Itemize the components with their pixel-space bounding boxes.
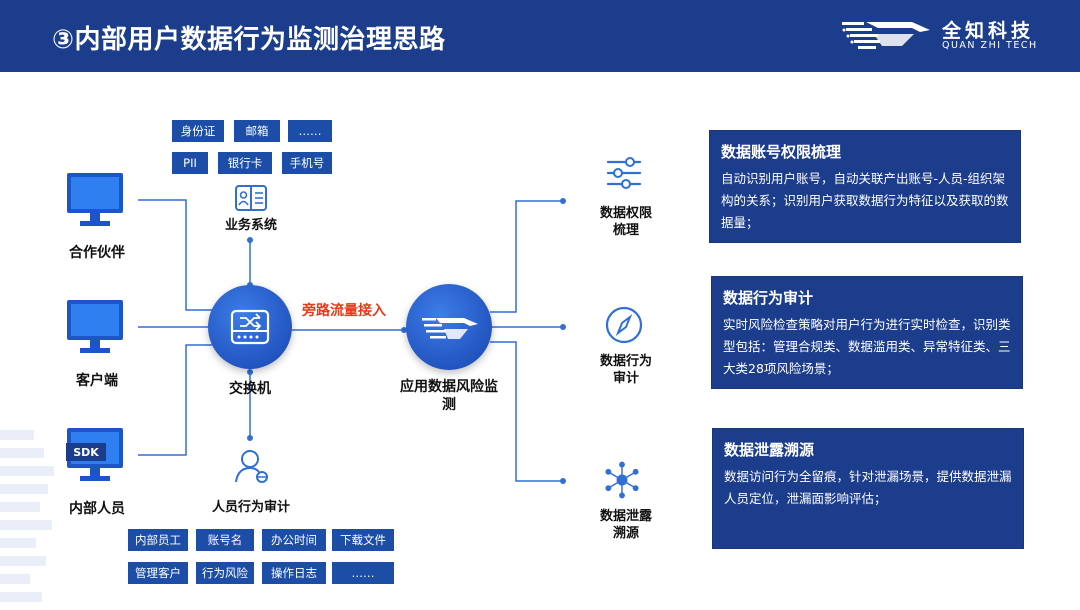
tag-manage-customer: 管理客户 — [128, 562, 188, 584]
box-behavior-audit-text: 实时风险检查策略对用户行为进行实时检查，识别类型包括：管理合规类、数据滥用类、异… — [723, 317, 1011, 376]
switch-node — [208, 285, 292, 369]
company-logo: 全知科技 QUAN ZHI TECH — [842, 16, 1042, 56]
permission-sort-label: 数据权限梳理 — [599, 206, 652, 238]
sdk-badge: SDK — [66, 443, 106, 461]
box-leak-trace-title: 数据泄露溯源 — [724, 441, 815, 459]
switch-label: 交换机 — [229, 381, 271, 397]
box-account-permission-text: 自动识别用户账号，自动关联产出账号-人员-组织架构的关系；识别用户获取数据行为特… — [721, 171, 1009, 230]
tag-bank-card: 银行卡 — [218, 152, 272, 174]
tag-behavior-risk: 行为风险 — [196, 562, 254, 584]
tag-email: 邮箱 — [234, 120, 280, 142]
client-monitor-icon — [67, 300, 123, 353]
internal-staff-label: 内部人员 — [69, 501, 125, 517]
box-account-permission: 数据账号权限梳理 自动识别用户账号，自动关联产出账号-人员-组织架构的关系；识别… — [709, 130, 1021, 243]
box-leak-trace-text: 数据访问行为全留痕，针对泄漏场景，提供数据泄漏人员定位，泄漏面影响评估； — [724, 469, 1012, 506]
box-behavior-audit-title: 数据行为审计 — [723, 289, 814, 307]
permission-sort-icon — [606, 157, 642, 189]
tag-more: …… — [288, 120, 332, 142]
tag-employee: 内部员工 — [128, 529, 188, 551]
tag-more-2: …… — [332, 562, 394, 584]
client-label: 客户端 — [76, 373, 118, 389]
header-bar: ③内部用户数据行为监测治理思路 全知科技 QUAN ZHI TECH — [0, 0, 1080, 72]
app-monitor-logo-icon — [422, 318, 478, 339]
box-account-permission-title: 数据账号权限梳理 — [721, 143, 842, 161]
behavior-audit-label: 人员行为审计 — [211, 500, 290, 515]
app-monitor-label: 应用数据风险监测 — [400, 379, 498, 413]
background-decoration — [0, 430, 54, 602]
business-system-label: 业务系统 — [224, 218, 277, 233]
switch-icon — [230, 309, 270, 345]
partner-label: 合作伙伴 — [69, 245, 125, 261]
tag-office-hours: 办公时间 — [262, 529, 326, 551]
compass-audit-icon — [605, 306, 643, 344]
box-behavior-audit: 数据行为审计 实时风险检查策略对用户行为进行实时检查，识别类型包括：管理合规类、… — [711, 276, 1023, 389]
app-monitor-node — [406, 284, 492, 370]
tag-download-file: 下载文件 — [332, 529, 394, 551]
behavior-audit-node-label: 数据行为审计 — [599, 354, 652, 386]
logo-chinese-name: 全知科技 — [942, 20, 1035, 42]
logo-english-name: QUAN ZHI TECH — [942, 40, 1038, 51]
user-behavior-icon — [235, 450, 268, 483]
business-system-icon — [235, 185, 267, 211]
leak-trace-label: 数据泄露溯源 — [599, 509, 652, 541]
tag-pii: PII — [172, 152, 208, 174]
bypass-flow-label: 旁路流量接入 — [302, 303, 386, 319]
page-title: ③内部用户数据行为监测治理思路 — [52, 25, 446, 55]
tag-account-name: 账号名 — [196, 529, 254, 551]
logo-mark-icon — [842, 22, 930, 49]
box-leak-trace: 数据泄露溯源 数据访问行为全留痕，针对泄漏场景，提供数据泄漏人员定位，泄漏面影响… — [712, 428, 1024, 549]
tag-phone: 手机号 — [282, 152, 332, 174]
partner-monitor-icon — [67, 173, 123, 226]
leak-trace-network-icon — [605, 461, 639, 499]
tag-id-card: 身份证 — [172, 120, 224, 142]
tag-operation-log: 操作日志 — [262, 562, 326, 584]
